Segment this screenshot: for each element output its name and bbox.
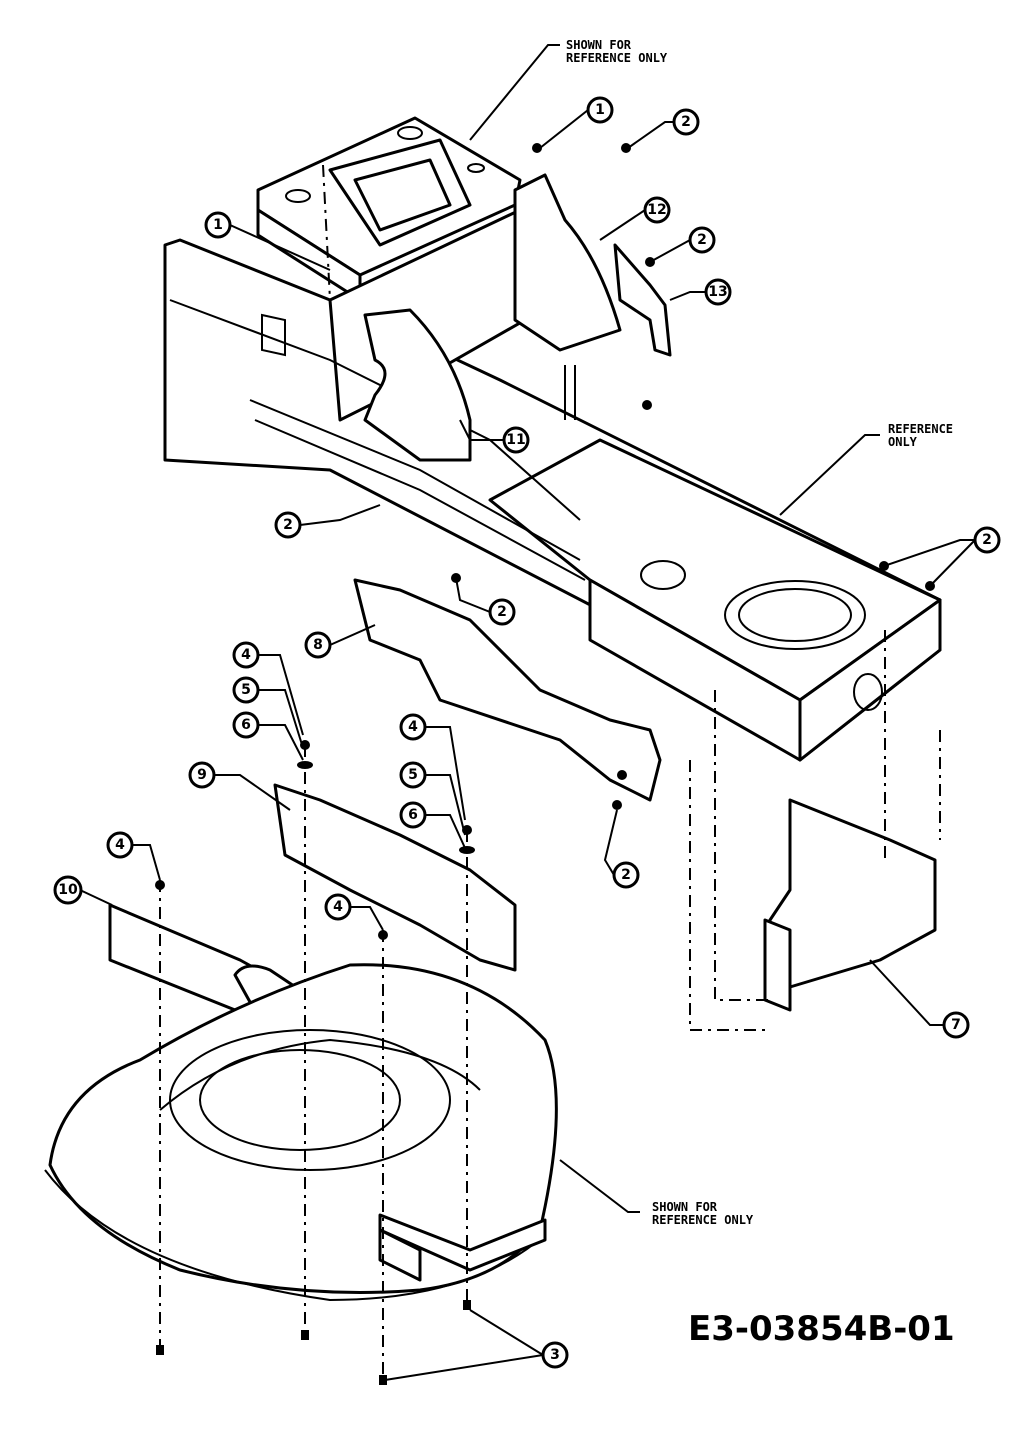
svg-text:6: 6 (408, 807, 418, 823)
svg-text:6: 6 (241, 717, 251, 733)
callout-2: 2 (973, 526, 1001, 554)
callout-1: 1 (586, 96, 614, 124)
svg-text:4: 4 (241, 647, 251, 663)
callout-9: 9 (188, 761, 216, 789)
svg-text:5: 5 (408, 767, 418, 783)
callout-4: 4 (232, 641, 260, 669)
callout-10: 10 (53, 875, 83, 905)
svg-text:5: 5 (241, 682, 251, 698)
part-7-bracket (763, 798, 937, 1012)
svg-text:4: 4 (115, 837, 125, 853)
svg-text:7: 7 (951, 1017, 961, 1033)
part-9-shield (273, 783, 517, 972)
callout-5: 5 (399, 761, 427, 789)
note-shown-for-reference-bottom: SHOWN FOR REFERENCE ONLY (652, 1200, 754, 1227)
callout-4: 4 (324, 893, 352, 921)
leader-lines (79, 44, 976, 1381)
svg-text:4: 4 (408, 719, 418, 735)
callout-2: 2 (688, 226, 716, 254)
svg-text:1: 1 (595, 102, 605, 118)
svg-text:12: 12 (647, 202, 666, 218)
callout-2: 2 (672, 108, 700, 136)
svg-text:2: 2 (283, 517, 293, 533)
svg-text:REFERENCE ONLY: REFERENCE ONLY (652, 1213, 754, 1227)
svg-text:ONLY: ONLY (888, 435, 918, 449)
svg-text:1: 1 (213, 217, 223, 233)
part-13-bracket (613, 243, 672, 357)
svg-text:4: 4 (333, 899, 343, 915)
svg-text:3: 3 (550, 1347, 560, 1363)
svg-text:2: 2 (497, 604, 507, 620)
hardware (155, 143, 935, 1385)
svg-text:11: 11 (506, 432, 525, 448)
callout-4: 4 (106, 831, 134, 859)
mower-deck (44, 963, 558, 1302)
svg-text:SHOWN FOR: SHOWN FOR (652, 1200, 718, 1214)
svg-text:10: 10 (58, 882, 78, 898)
callout-11: 11 (502, 426, 530, 454)
svg-text:2: 2 (621, 867, 631, 883)
callout-13: 13 (704, 278, 732, 306)
callout-2: 2 (274, 511, 302, 539)
dash-panel-assembly (256, 116, 522, 302)
callout-6: 6 (399, 801, 427, 829)
callout-2: 2 (612, 861, 640, 889)
callout-8: 8 (304, 631, 332, 659)
callout-12: 12 (643, 196, 671, 224)
main-frame (163, 208, 942, 762)
part-11-shield (363, 308, 472, 462)
callout-7: 7 (942, 1011, 970, 1039)
svg-text:13: 13 (708, 284, 727, 300)
svg-text:REFERENCE: REFERENCE (888, 422, 953, 436)
note-reference-only-right: REFERENCE ONLY (888, 422, 953, 449)
svg-text:8: 8 (313, 637, 323, 653)
svg-text:SHOWN FOR: SHOWN FOR (566, 38, 632, 52)
drawing-id: E3-03854B-01 (688, 1309, 955, 1349)
part-12-bracket (513, 173, 622, 352)
hardware-centerlines (159, 164, 941, 1375)
callout-4: 4 (399, 713, 427, 741)
svg-text:REFERENCE ONLY: REFERENCE ONLY (566, 51, 668, 65)
callout-2: 2 (488, 598, 516, 626)
svg-text:2: 2 (697, 232, 707, 248)
svg-text:2: 2 (982, 532, 992, 548)
callout-6: 6 (232, 711, 260, 739)
callout-5: 5 (232, 676, 260, 704)
svg-text:9: 9 (197, 767, 207, 783)
callout-3: 3 (541, 1341, 569, 1369)
svg-text:2: 2 (681, 114, 691, 130)
note-shown-for-reference-top: SHOWN FOR REFERENCE ONLY (566, 38, 668, 65)
part-8-cover (353, 578, 662, 802)
callout-1: 1 (204, 211, 232, 239)
